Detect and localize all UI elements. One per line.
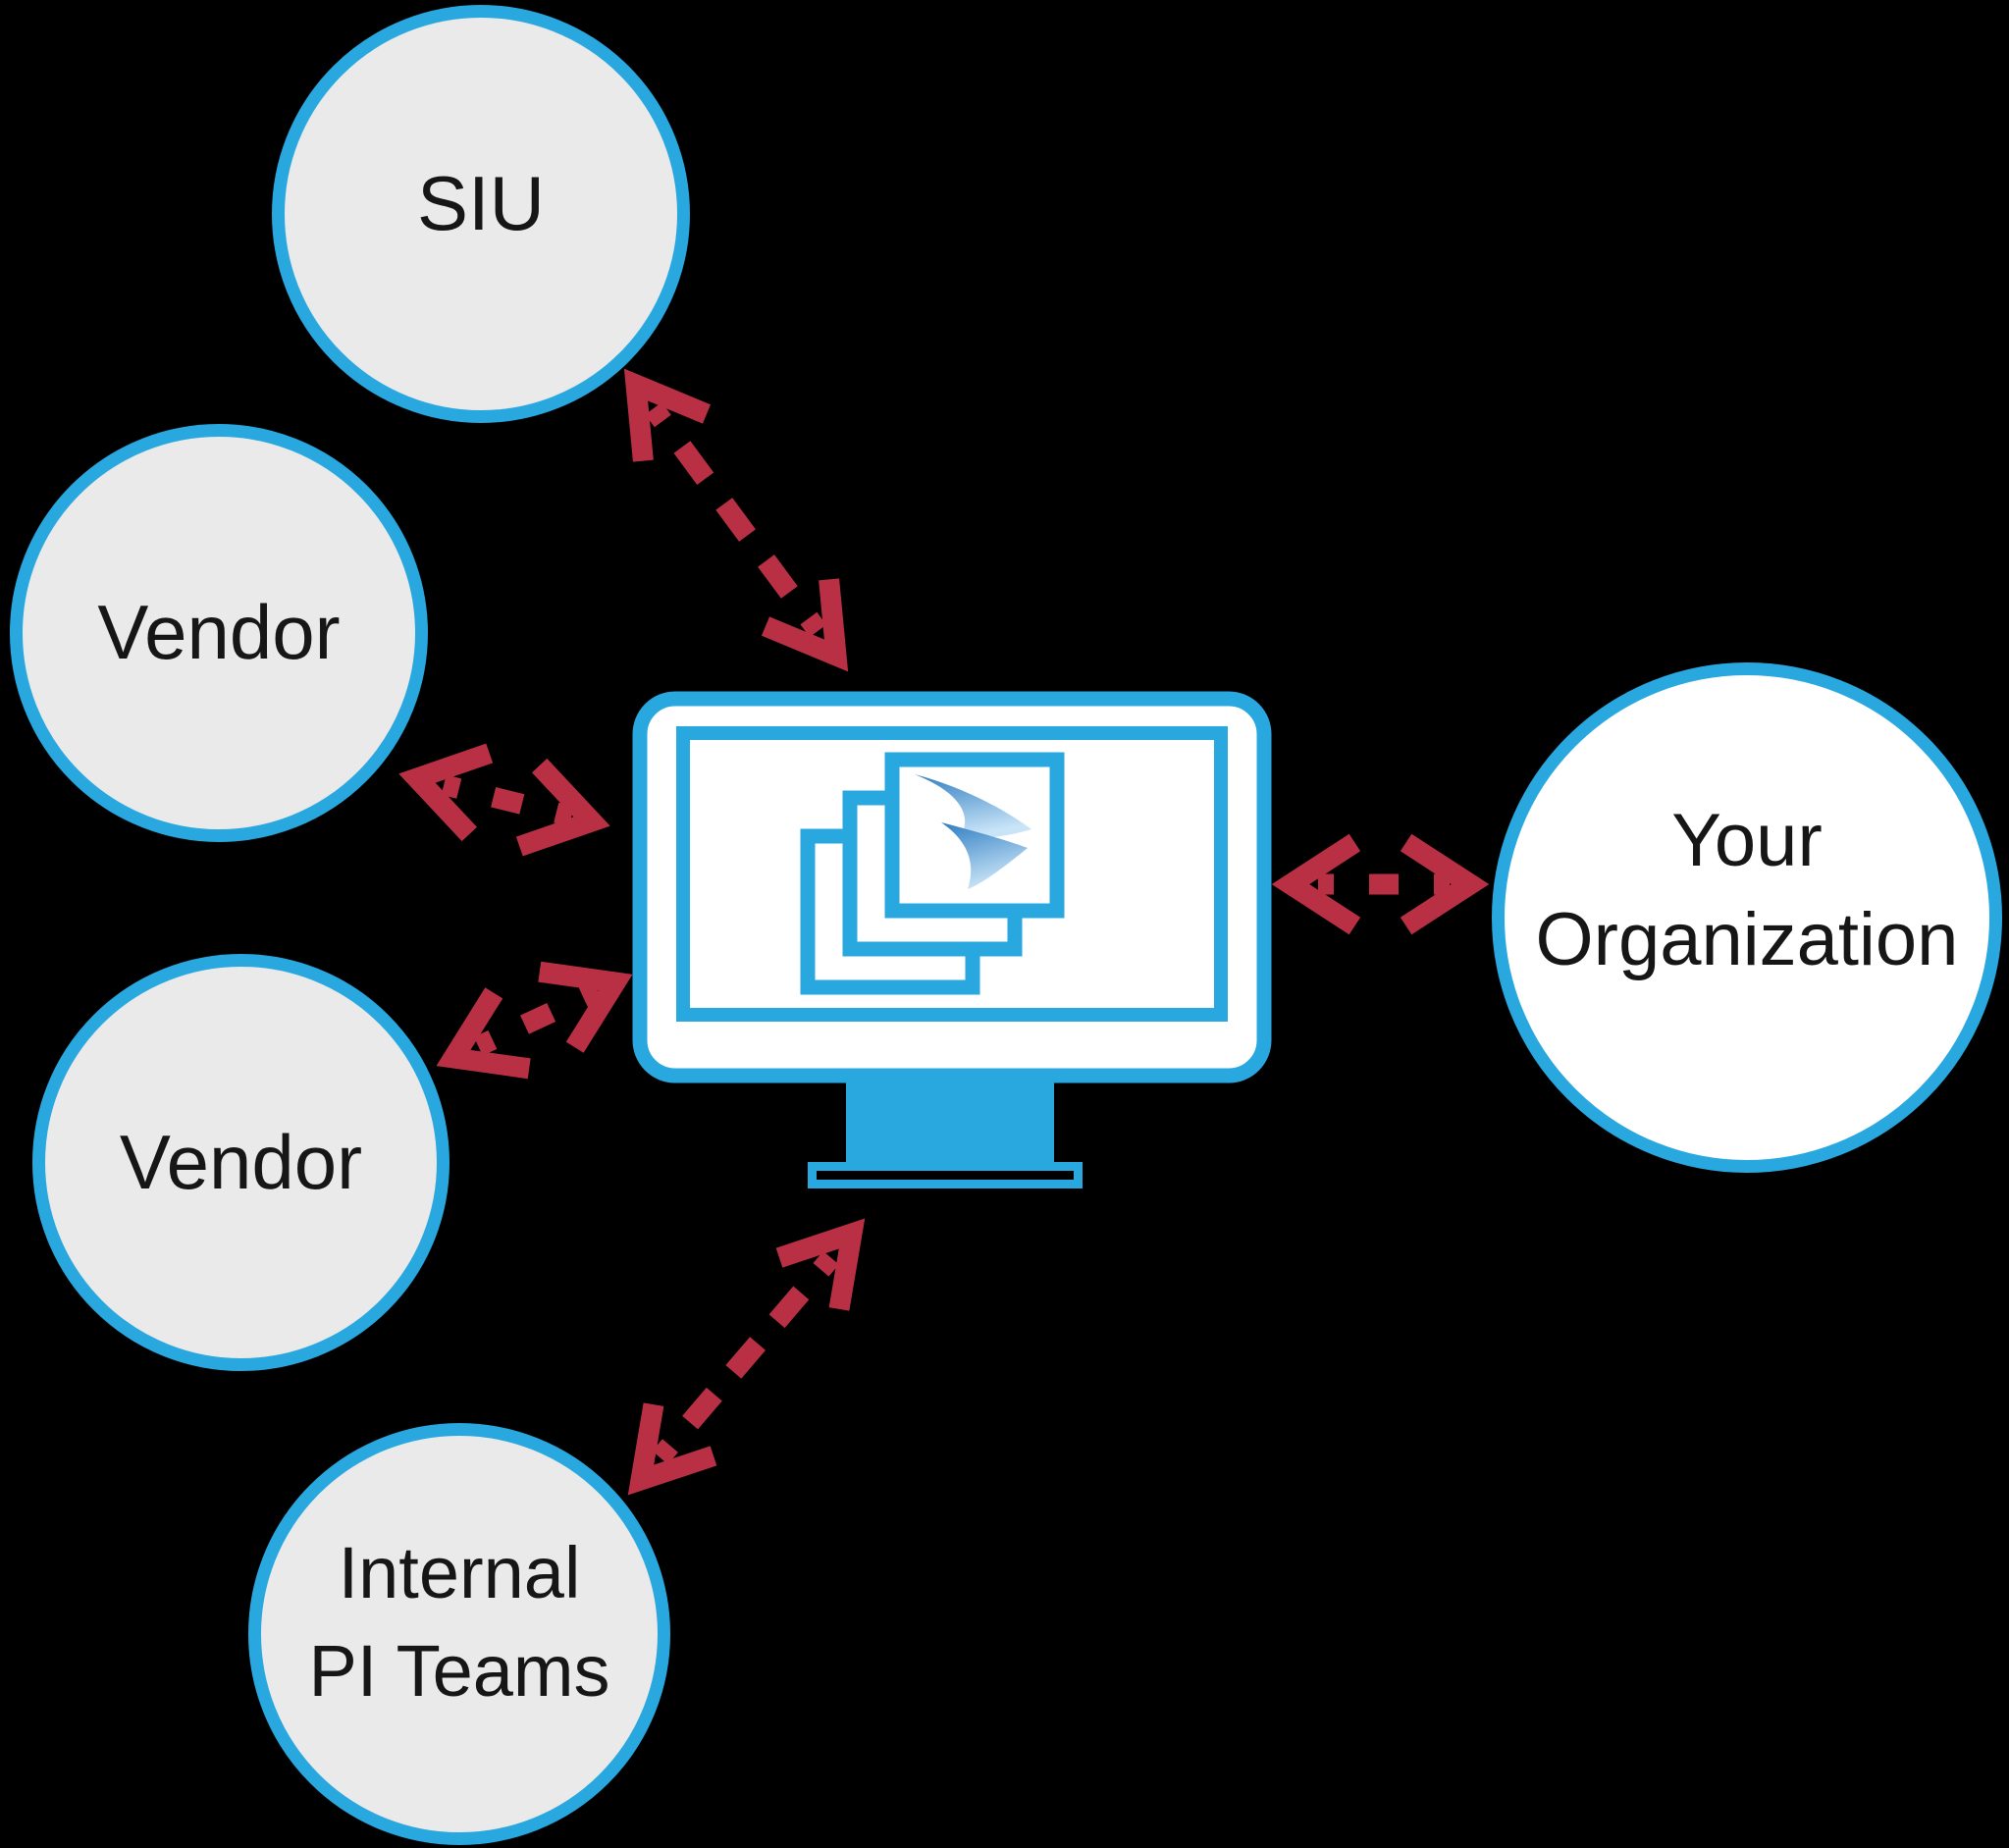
node-internal-pi-teams-label-line1: Internal <box>338 1532 581 1614</box>
node-your-organization-label-line1: Your <box>1671 798 1823 882</box>
edge-dashed-shaft <box>627 378 845 662</box>
arrowhead-start <box>623 368 712 462</box>
node-siu-label-line: SIU <box>416 160 546 247</box>
arrowhead-end <box>538 961 633 1053</box>
arrow-logo-lower-sail <box>941 822 1028 889</box>
node-internal-pi-teams-label: Internal PI Teams <box>308 1524 609 1720</box>
stacked-pages-icon <box>800 752 1065 995</box>
monitor-stand-base <box>808 1162 1083 1188</box>
arrow-logo-icon <box>915 774 1031 889</box>
arrowhead-end <box>1400 833 1490 935</box>
edge-siu-hub <box>623 368 849 672</box>
node-vendor-lower-label-line: Vendor <box>119 1118 363 1205</box>
monitor-icon <box>632 691 1272 1188</box>
node-your-organization-label: Your Organization <box>1536 791 1959 989</box>
edge-internal-pi-teams-hub <box>627 1218 866 1496</box>
node-siu-label: SIU <box>417 154 545 253</box>
edge-vendor-upper-hub <box>398 743 610 857</box>
edge-your-organization-hub <box>1271 833 1490 935</box>
node-internal-pi-teams: Internal PI Teams <box>248 1423 670 1845</box>
arrowhead-start <box>1271 833 1361 935</box>
node-your-organization: Your Organization <box>1492 662 2002 1173</box>
monitor-stand-neck <box>846 1080 1054 1164</box>
node-vendor-upper: Vendor <box>10 424 428 842</box>
arrowhead-end <box>515 758 610 857</box>
edge-dashed-shaft <box>633 1227 860 1487</box>
arrowhead-start <box>627 1402 717 1496</box>
edge-dashed-shaft <box>449 973 620 1068</box>
node-vendor-upper-label-line: Vendor <box>97 589 341 676</box>
node-vendor-upper-label: Vendor <box>97 583 340 682</box>
arrowhead-end <box>775 1218 866 1311</box>
arrowhead-end <box>761 578 849 672</box>
arrowhead-start <box>436 987 531 1080</box>
edge-dashed-shaft <box>414 767 595 832</box>
arrow-logo-upper-sail <box>915 774 1031 839</box>
node-vendor-lower: Vendor <box>32 954 449 1371</box>
node-vendor-lower-label: Vendor <box>120 1113 362 1212</box>
edge-vendor-lower-hub <box>436 961 633 1080</box>
node-internal-pi-teams-label-line2: PI Teams <box>308 1630 610 1712</box>
connections-layer <box>398 368 1490 1496</box>
node-siu: SIU <box>272 5 690 423</box>
arrowhead-start <box>398 743 494 842</box>
node-your-organization-label-line2: Organization <box>1535 898 1959 981</box>
